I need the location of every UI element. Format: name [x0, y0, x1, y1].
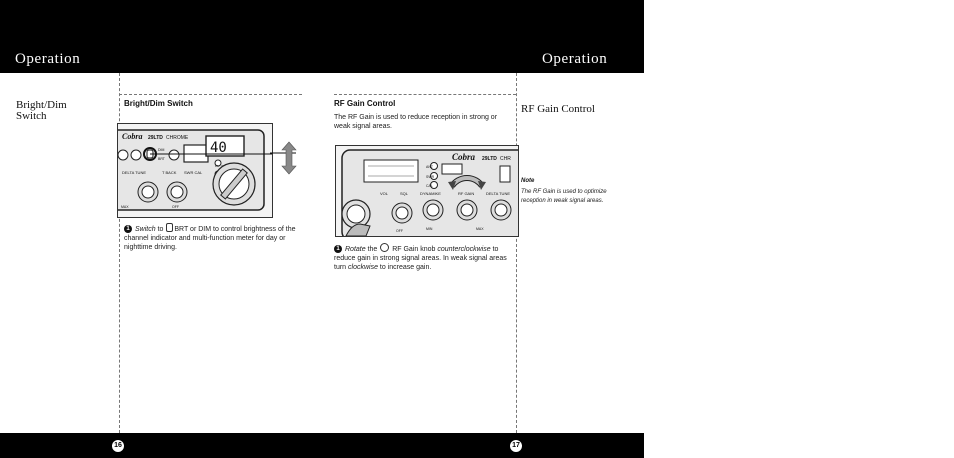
fig1-display: 40 — [210, 140, 227, 156]
fig1-brand: Cobra — [122, 132, 142, 141]
blank-area — [644, 0, 954, 458]
fig1-label-swrcal: SWR CAL — [184, 170, 203, 175]
fig2-label-sql: SQL — [400, 191, 409, 196]
header-bar: Operation Operation — [0, 0, 644, 73]
rule-left — [119, 94, 302, 95]
column-divider-right — [516, 73, 517, 433]
page-title-right: Operation — [542, 51, 608, 67]
rf-gain-intro: The RF Gain is used to reduce reception … — [334, 114, 498, 130]
rf-gain-figure: ANT SWR CAL Cobra 29LTD CHR VOL SQL DYNA… — [335, 145, 519, 237]
page-number-16: 16 — [112, 440, 124, 452]
fig1-label-max: MAX — [121, 205, 129, 209]
column-divider-left — [119, 73, 120, 433]
fig2-brand: Cobra — [452, 152, 476, 162]
fig2-label-min: MIN — [426, 227, 433, 231]
fig1-label-pacb: PA · CB — [215, 164, 225, 168]
rule-right — [334, 94, 516, 95]
fig2-label-dynamike: DYNAMIKE — [420, 191, 441, 196]
fig1-label-brt: BRT — [158, 157, 166, 161]
section-title-rf-gain: RF Gain Control — [521, 103, 595, 115]
fig1-label-delta: DELTA TUNE — [122, 170, 146, 175]
note-text: The RF Gain is used to optimize receptio… — [521, 189, 607, 204]
fig1-label-dim: DIM — [158, 148, 165, 152]
fig2-label-ant: ANT — [426, 165, 434, 169]
fig2-model-suffix: CHR — [500, 156, 511, 162]
fig2-label-max: MAX — [476, 227, 484, 231]
fig2-label-rfgain: RF GAIN — [458, 191, 474, 196]
switch-icon — [166, 223, 174, 232]
fig2-model: 29LTD — [482, 156, 497, 162]
fig1-model-suffix: CHROME — [166, 135, 189, 141]
fig2-label-swr: SWR — [426, 175, 435, 179]
fig1-model: 29LTD — [148, 135, 163, 141]
knob-icon — [380, 243, 390, 252]
up-down-arrow-icon — [270, 141, 297, 175]
fig2-label-delta: DELTA TUNE — [486, 191, 510, 196]
step-number-badge: 1 — [334, 245, 342, 253]
page-title-left: Operation — [15, 51, 81, 67]
section-title-bright-dim: Bright/Dim Switch — [16, 99, 67, 122]
fig2-label-cal: CAL — [426, 184, 433, 188]
page-number-17: 17 — [510, 440, 522, 452]
heading-bright-dim: Bright/Dim Switch — [124, 99, 193, 108]
heading-rf-gain: RF Gain Control — [334, 99, 396, 108]
bright-dim-figure: Cobra 29LTD CHROME DIM BRT 40 PA · CB AN… — [117, 123, 273, 218]
step-number-badge: 1 — [124, 225, 132, 233]
fig1-label-off: OFF — [172, 205, 179, 209]
note-title: Note — [521, 178, 535, 184]
footer-bar: 16 17 — [0, 433, 644, 458]
fig2-label-off: OFF — [396, 229, 403, 233]
fig1-label-tback: T BACK — [162, 170, 177, 175]
fig2-label-vol: VOL — [380, 191, 389, 196]
